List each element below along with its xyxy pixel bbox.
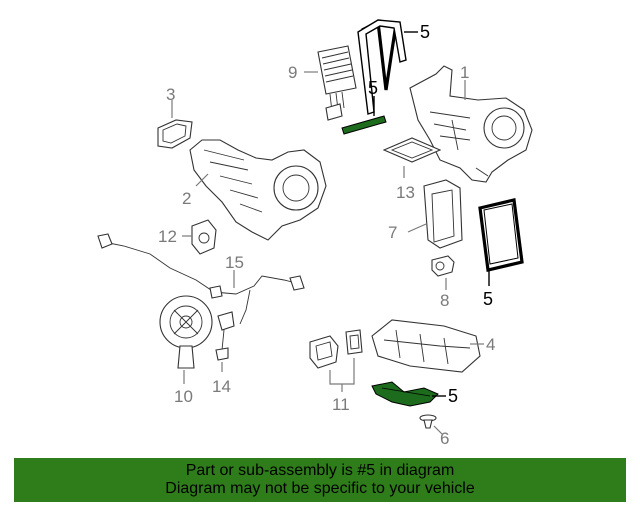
callout-15: 15	[225, 253, 244, 272]
leader-6	[433, 425, 443, 435]
callout-5-bottom: 5	[448, 386, 458, 406]
callout-11: 11	[332, 395, 350, 414]
leader-2	[195, 173, 209, 187]
part-12-actuator[interactable]	[191, 219, 217, 255]
part-11-blower-module[interactable]	[309, 329, 363, 369]
callout-13: 13	[396, 183, 415, 202]
part-7-evaporator-cover[interactable]	[423, 179, 463, 249]
part-2-hvac-housing-left[interactable]	[189, 139, 327, 241]
callout-5-frame: 5	[483, 289, 493, 309]
info-banner: Part or sub-assembly is #5 in diagram Di…	[14, 458, 626, 502]
leader-7	[407, 223, 427, 233]
callout-7: 7	[388, 223, 397, 242]
callout-4: 4	[486, 335, 495, 354]
callout-2: 2	[182, 189, 191, 208]
callout-5-strip: 5	[368, 78, 378, 98]
callout-14: 14	[212, 377, 231, 396]
part-13-air-filter[interactable]	[382, 137, 442, 163]
part-5-strip-seal[interactable]	[341, 115, 387, 135]
callout-10: 10	[174, 387, 193, 406]
callout-12: 12	[158, 227, 177, 246]
part-15-wiring-harness[interactable]	[97, 233, 305, 325]
callout-5-top: 5	[420, 22, 430, 42]
parts-diagram: 5 9 5 1 3 2 13	[97, 19, 533, 448]
callout-3: 3	[166, 85, 175, 104]
part-14-sensor[interactable]	[215, 311, 235, 361]
part-3-gasket[interactable]	[157, 119, 193, 149]
part-5-frame-seal[interactable]	[478, 198, 524, 272]
part-6-fastener[interactable]	[419, 414, 437, 429]
banner-line-1: Part or sub-assembly is #5 in diagram	[185, 462, 455, 479]
part-9-heater-core[interactable]	[317, 45, 357, 121]
part-4-lower-case[interactable]	[371, 319, 481, 373]
callout-9: 9	[288, 63, 297, 82]
callout-8: 8	[440, 291, 449, 310]
callout-1: 1	[460, 63, 469, 82]
part-10-blower-motor[interactable]	[159, 295, 213, 369]
part-8-clip[interactable]	[431, 255, 455, 277]
banner-line-2: Diagram may not be specific to your vehi…	[165, 480, 475, 497]
part-5-u-seal-top[interactable]	[357, 19, 407, 115]
part-1-hvac-housing[interactable]	[409, 65, 533, 183]
callout-6: 6	[440, 429, 449, 448]
part-5-bottom-seal[interactable]	[371, 381, 439, 407]
